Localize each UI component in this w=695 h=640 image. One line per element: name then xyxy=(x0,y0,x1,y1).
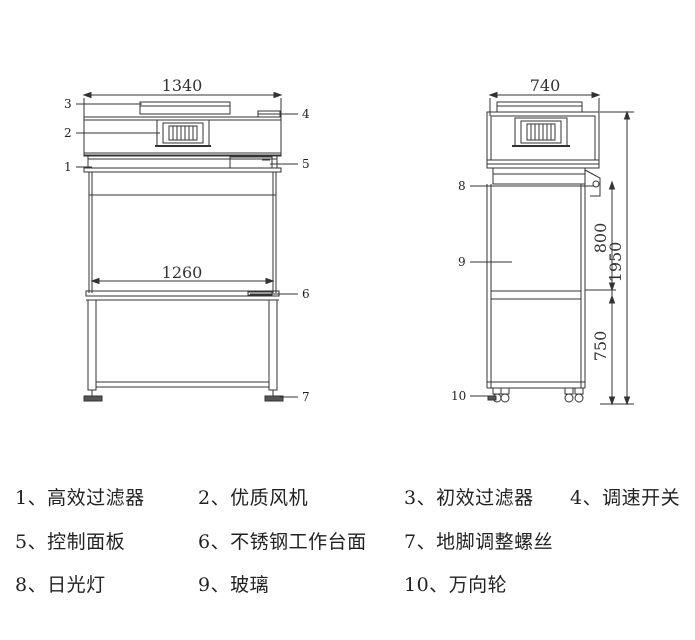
light-fixture xyxy=(584,169,601,197)
side-view: 740 xyxy=(470,76,634,406)
callout-1: 1 xyxy=(64,160,72,174)
legend-item: 6、不锈钢工作台面 xyxy=(198,531,367,553)
side-upper-height-label: 800 xyxy=(591,223,610,254)
pre-filter-plate xyxy=(139,101,231,115)
front-width-dimension xyxy=(82,91,283,118)
fan-assembly xyxy=(155,119,211,147)
casters xyxy=(487,387,584,403)
front-view: 1340 xyxy=(76,76,298,402)
side-upper-housing xyxy=(486,111,600,165)
front-left-leg xyxy=(87,299,97,391)
legend-item: 8、日光灯 xyxy=(15,574,106,596)
front-leveling-feet xyxy=(83,390,284,402)
legend-item: 9、玻璃 xyxy=(198,574,270,596)
callout-8: 8 xyxy=(458,179,466,193)
front-inner-width-dimension xyxy=(90,277,275,285)
callout-10: 10 xyxy=(451,389,466,403)
legend-item: 5、控制面板 xyxy=(15,531,126,553)
side-height-dimensions xyxy=(585,110,634,406)
front-width-label: 1340 xyxy=(162,76,203,95)
callout-7: 7 xyxy=(302,390,310,404)
side-total-height-label: 1950 xyxy=(606,242,625,283)
legend-item: 10、万向轮 xyxy=(404,574,508,596)
side-lower-height-label: 750 xyxy=(591,331,610,362)
side-leaders xyxy=(470,185,594,397)
callout-6: 6 xyxy=(302,287,310,301)
callout-4: 4 xyxy=(302,107,310,121)
legend-item: 1、高效过滤器 xyxy=(15,487,145,509)
side-fan-assembly xyxy=(512,117,570,147)
callout-9: 9 xyxy=(458,255,466,269)
callout-5: 5 xyxy=(302,157,310,171)
legend-item: 4、调速开关 xyxy=(570,487,681,509)
callout-2: 2 xyxy=(64,126,72,140)
legend-item: 3、初效过滤器 xyxy=(404,487,534,509)
front-right-leg xyxy=(268,299,278,391)
side-depth-label: 740 xyxy=(530,76,561,95)
legend-item: 7、地脚调整螺丝 xyxy=(404,531,554,553)
technical-drawing: 1340 xyxy=(64,76,634,406)
parts-legend: 1、高效过滤器 2、优质风机 3、初效过滤器 4、调速开关 5、控制面板 6、不… xyxy=(0,478,695,618)
legend-item: 2、优质风机 xyxy=(198,487,309,509)
side-work-table xyxy=(490,290,582,300)
callout-3: 3 xyxy=(64,97,72,111)
front-inner-width-label: 1260 xyxy=(162,263,203,282)
front-leaders xyxy=(76,103,298,398)
